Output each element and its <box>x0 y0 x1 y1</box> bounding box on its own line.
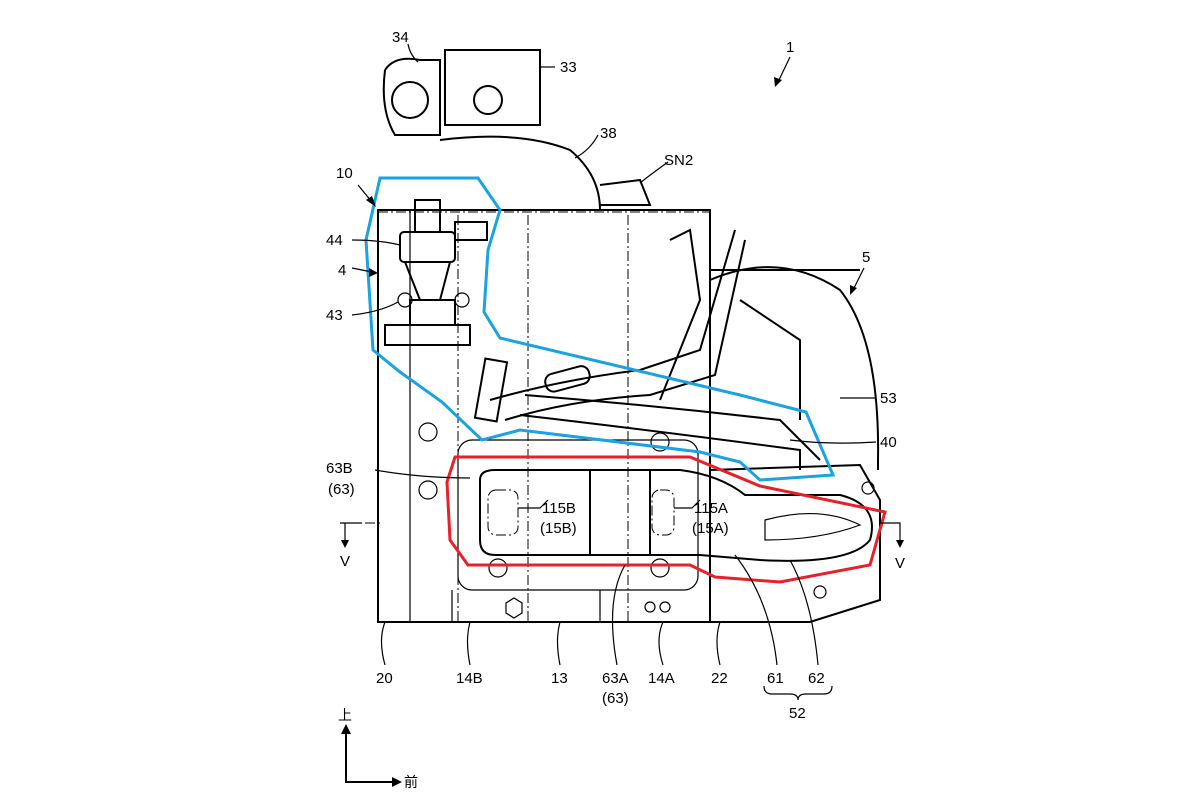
label-10: 10 <box>336 165 353 182</box>
label-52: 52 <box>789 705 806 722</box>
label-61: 61 <box>767 670 784 687</box>
label-40: 40 <box>880 434 897 451</box>
label-43: 43 <box>326 307 343 324</box>
label-5: 5 <box>862 249 870 266</box>
axis-up-label: 上 <box>338 708 352 724</box>
label-38: 38 <box>600 125 617 142</box>
label-sn2: SN2 <box>664 152 693 169</box>
red-highlight-region <box>445 455 887 584</box>
blue-highlight-region <box>364 176 836 482</box>
leader-lines <box>340 43 904 787</box>
label-62: 62 <box>808 670 825 687</box>
label-20: 20 <box>376 670 393 687</box>
engine-body <box>365 49 881 623</box>
label-14b: 14B <box>456 670 483 687</box>
label-13: 13 <box>551 670 568 687</box>
label-63b: 63B <box>326 460 353 477</box>
label-4: 4 <box>338 262 346 279</box>
label-53: 53 <box>880 390 897 407</box>
label-14a: 14A <box>648 670 675 687</box>
label-15b: (15B) <box>540 520 577 537</box>
label-44: 44 <box>326 232 343 249</box>
label-33: 33 <box>560 59 577 76</box>
label-22: 22 <box>711 670 728 687</box>
label-v-left: V <box>340 553 350 570</box>
label-1: 1 <box>786 39 794 56</box>
label-63a: 63A <box>602 670 629 687</box>
label-34: 34 <box>392 29 409 46</box>
label-v-right: V <box>895 555 905 572</box>
label-115a: 115A <box>694 500 728 517</box>
axis-front-label: 前 <box>404 774 418 791</box>
label-115b: 115B <box>542 500 576 517</box>
label-63b-sub: (63) <box>328 481 355 498</box>
label-63a-sub: (63) <box>602 690 629 707</box>
label-15a: (15A) <box>692 520 729 537</box>
